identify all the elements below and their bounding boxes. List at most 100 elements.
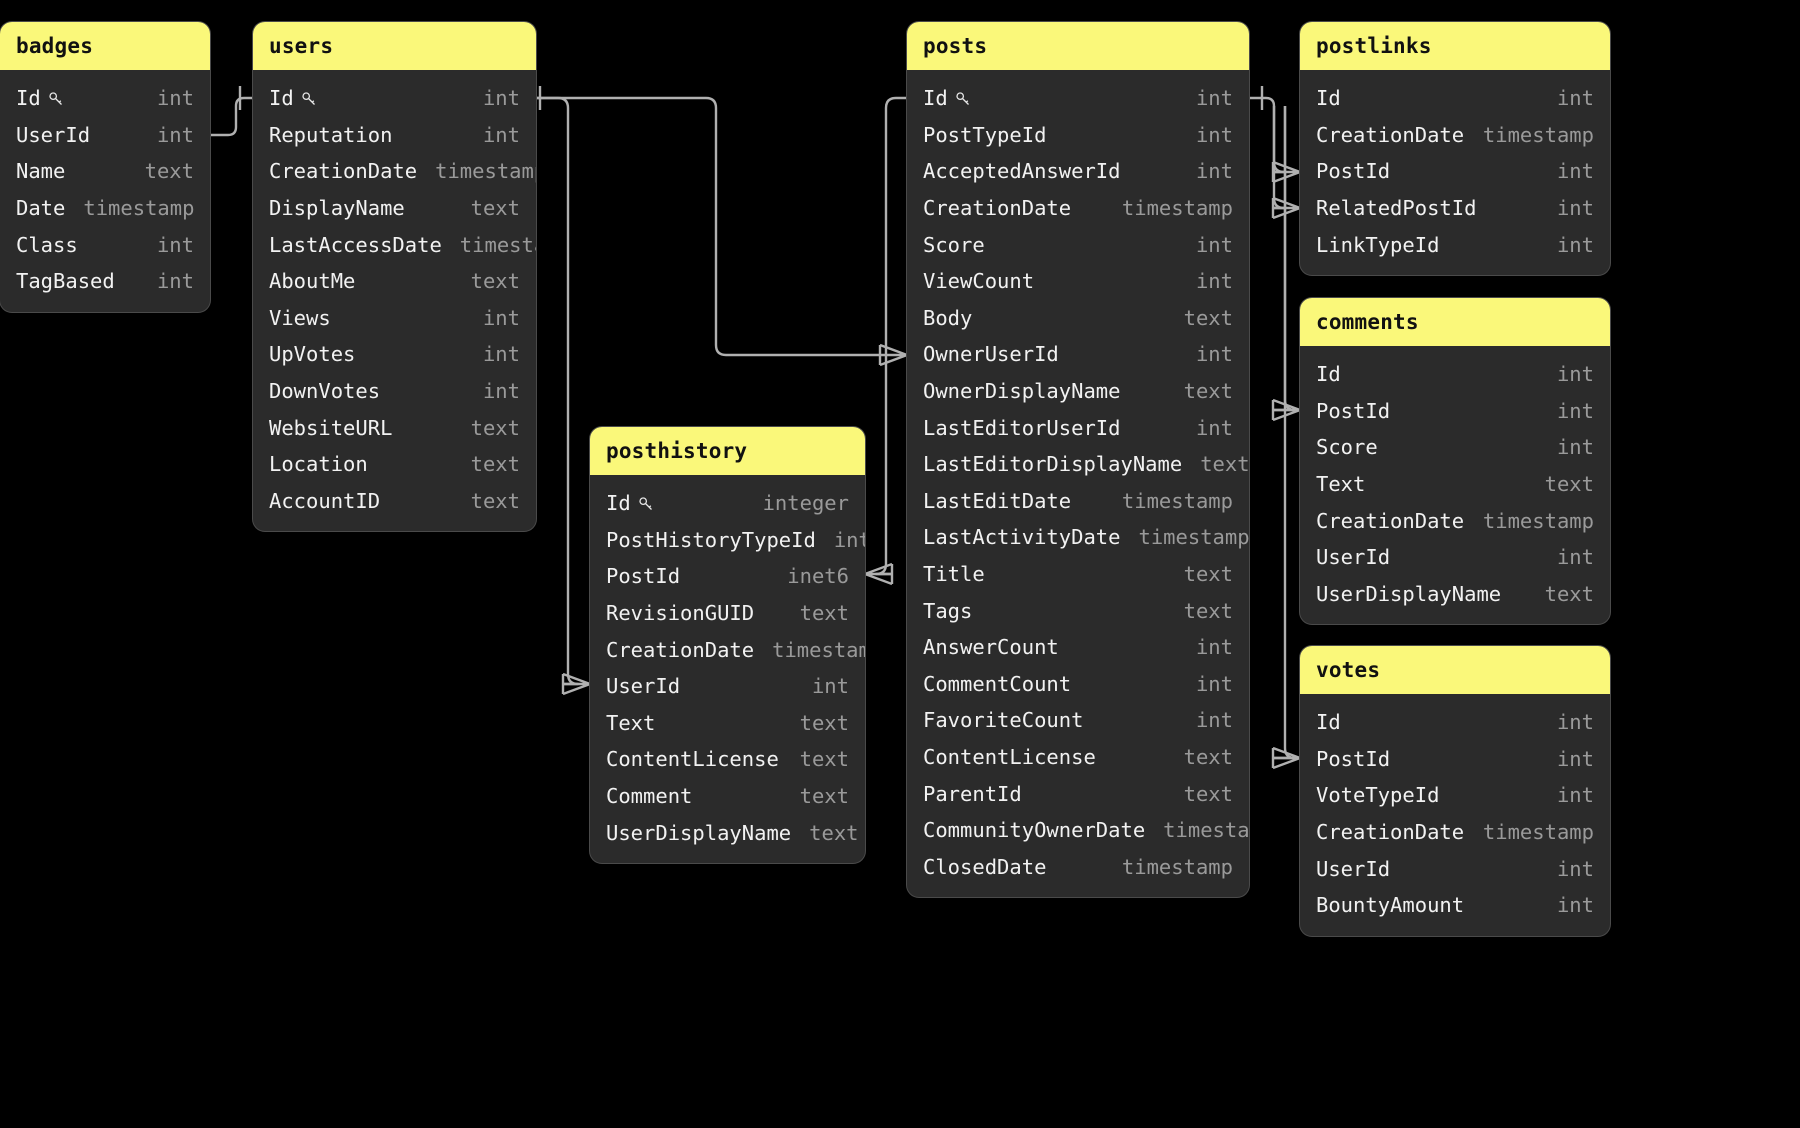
field-name: OwnerUserId <box>923 342 1059 366</box>
field-type: timestamp <box>1121 488 1233 513</box>
field-type: text <box>470 452 520 477</box>
field-label: UserId <box>1316 545 1391 570</box>
field-label: LastEditorUserId <box>923 415 1121 440</box>
field-label: ClosedDate <box>923 854 1047 879</box>
field-name: AcceptedAnswerId <box>923 159 1120 183</box>
field-label: ContentLicense <box>606 747 779 772</box>
field-label: Score <box>923 232 985 257</box>
field-type: int <box>482 379 520 404</box>
field-label: UserDisplayName <box>1316 581 1502 606</box>
key-icon <box>955 91 972 108</box>
field-label: CreationDate <box>606 637 755 662</box>
field-label: Reputation <box>269 122 393 147</box>
field-name: CreationDate <box>1316 820 1464 844</box>
field-row[interactable]: LastAccessDatetimestamp <box>253 226 536 263</box>
field-label: RevisionGUID <box>606 601 755 626</box>
field-type: text <box>470 488 520 513</box>
field-name: ContentLicense <box>923 745 1096 769</box>
field-type: timestamp <box>1482 122 1594 147</box>
field-label: ViewCount <box>923 269 1035 294</box>
field-label: Tags <box>923 598 973 623</box>
field-type: text <box>1183 562 1233 587</box>
field-name: CreationDate <box>606 638 754 662</box>
field-row[interactable]: CommunityOwnerDatetimestamp <box>907 812 1249 849</box>
field-type: int <box>1556 893 1594 918</box>
